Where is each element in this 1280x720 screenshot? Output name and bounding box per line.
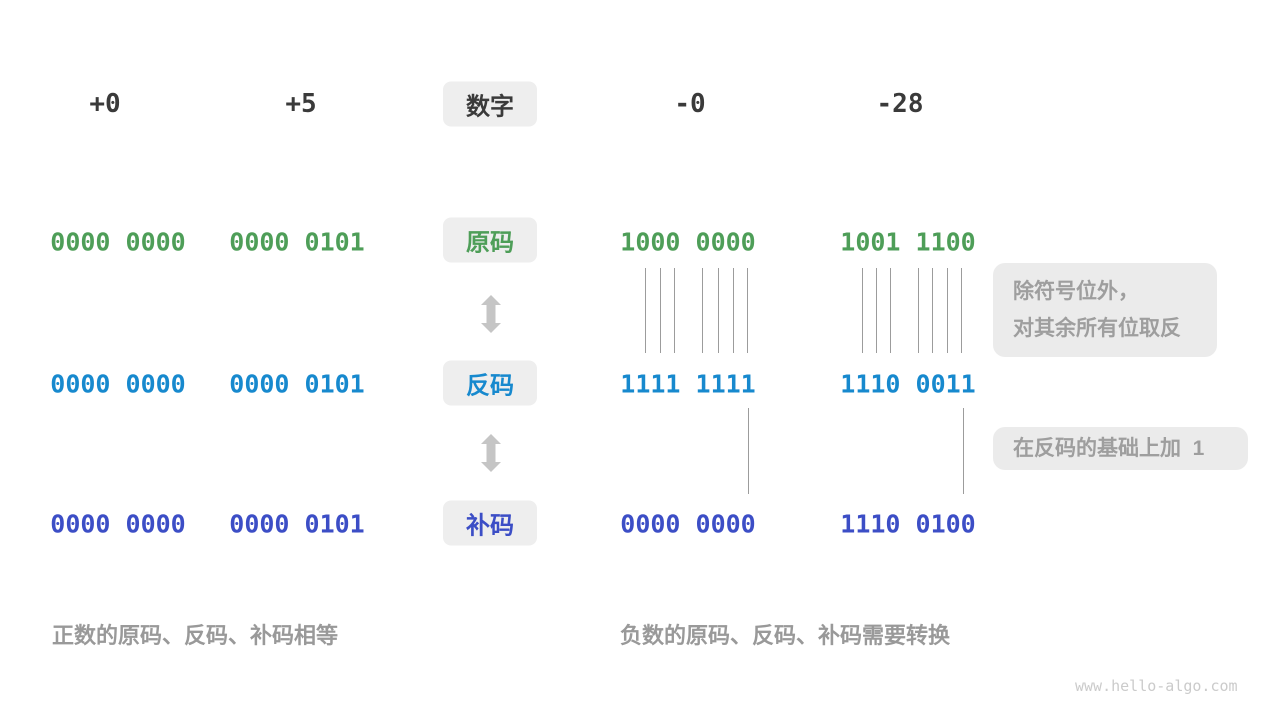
binary-twos-complement-plus0: 0000 0000	[50, 509, 186, 539]
carry-add-one-line	[748, 408, 749, 494]
bit-flip-line	[862, 268, 863, 353]
binary-sign-magnitude-minus28: 1001 1100	[840, 227, 976, 257]
swap-arrow-icon	[481, 434, 501, 472]
bit-flip-line	[890, 268, 891, 353]
binary-twos-complement-plus5: 0000 0101	[229, 509, 365, 539]
watermark-text: www.hello-algo.com	[1075, 677, 1238, 695]
row-label-number: 数字	[443, 81, 537, 127]
binary-sign-magnitude-plus0: 0000 0000	[50, 227, 186, 257]
bit-flip-line	[733, 268, 734, 353]
binary-sign-magnitude-minus0: 1000 0000	[620, 227, 756, 257]
note-add-one-text: 在反码的基础上加 1	[1013, 437, 1205, 460]
caption-negative-numbers: 负数的原码、反码、补码需要转换	[620, 623, 951, 648]
row-label-ones-complement-text: 反码	[466, 372, 514, 400]
binary-ones-complement-plus0: 0000 0000	[50, 369, 186, 399]
column-header-minus-0: -0	[674, 89, 706, 119]
row-label-ones-complement: 反码	[443, 360, 537, 406]
binary-ones-complement-minus0: 1111 1111	[620, 369, 756, 399]
binary-twos-complement-minus0: 0000 0000	[620, 509, 756, 539]
note-invert-bits-line2: 对其余所有位取反	[1013, 317, 1181, 340]
carry-add-one-line	[963, 408, 964, 494]
note-invert-bits-line1: 除符号位外，	[1013, 280, 1139, 303]
caption-positive-numbers: 正数的原码、反码、补码相等	[52, 623, 339, 648]
binary-twos-complement-minus28: 1110 0100	[840, 509, 976, 539]
binary-ones-complement-plus5: 0000 0101	[229, 369, 365, 399]
swap-arrow-icon	[481, 295, 501, 333]
bit-flip-line	[645, 268, 646, 353]
note-invert-bits: 除符号位外， 对其余所有位取反	[993, 263, 1217, 357]
bit-flip-line	[747, 268, 748, 353]
bit-flip-line	[961, 268, 962, 353]
bit-flip-line	[932, 268, 933, 353]
bit-flip-line	[702, 268, 703, 353]
bit-flip-line	[876, 268, 877, 353]
row-label-sign-magnitude: 原码	[443, 217, 537, 263]
column-header-plus-5: +5	[285, 89, 317, 119]
binary-sign-magnitude-plus5: 0000 0101	[229, 227, 365, 257]
column-header-plus-0: +0	[89, 89, 121, 119]
row-label-twos-complement-text: 补码	[466, 512, 514, 540]
column-header-minus-28: -28	[876, 89, 924, 119]
binary-ones-complement-minus28: 1110 0011	[840, 369, 976, 399]
note-add-one: 在反码的基础上加 1	[993, 427, 1248, 470]
row-label-sign-magnitude-text: 原码	[466, 229, 514, 257]
bit-flip-line	[918, 268, 919, 353]
bit-flip-line	[718, 268, 719, 353]
bit-flip-line	[947, 268, 948, 353]
row-label-twos-complement: 补码	[443, 500, 537, 546]
bit-flip-line	[660, 268, 661, 353]
row-label-number-text: 数字	[466, 93, 514, 121]
bit-flip-line	[674, 268, 675, 353]
